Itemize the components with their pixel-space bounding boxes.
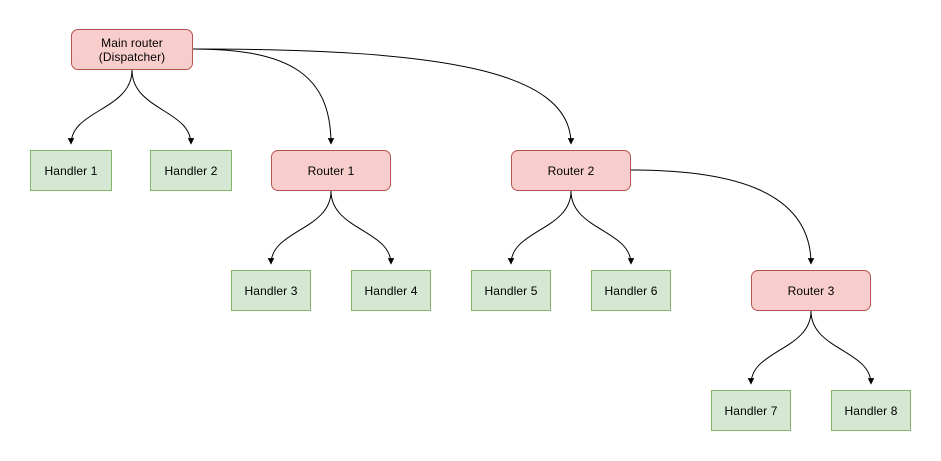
edge-main-router-to-handler-2	[131, 69, 195, 145]
edge-router-1-to-handler-4	[330, 190, 395, 265]
node-main-router[interactable]: Main router (Dispatcher)	[71, 29, 193, 70]
edge-router-1-to-handler-3	[267, 190, 332, 265]
node-handler-2[interactable]: Handler 2	[150, 150, 232, 191]
edge-router-3-to-handler-7	[747, 310, 812, 385]
node-handler-3[interactable]: Handler 3	[231, 270, 311, 311]
edge-router-3-to-handler-8	[810, 310, 875, 385]
node-handler-4[interactable]: Handler 4	[351, 270, 431, 311]
edge-main-router-to-handler-1	[67, 69, 133, 145]
edge-router-2-to-router-3	[630, 169, 815, 265]
edge-main-router-to-router-2	[192, 48, 575, 145]
node-handler-8[interactable]: Handler 8	[831, 390, 911, 431]
edge-main-router-to-router-1	[192, 48, 335, 145]
edge-router-2-to-handler-6	[570, 190, 635, 265]
node-router-2[interactable]: Router 2	[511, 150, 631, 191]
node-handler-5[interactable]: Handler 5	[471, 270, 551, 311]
node-handler-6[interactable]: Handler 6	[591, 270, 671, 311]
node-handler-7[interactable]: Handler 7	[711, 390, 791, 431]
node-router-1[interactable]: Router 1	[271, 150, 391, 191]
node-router-3[interactable]: Router 3	[751, 270, 871, 311]
edge-router-2-to-handler-5	[507, 190, 572, 265]
node-handler-1[interactable]: Handler 1	[30, 150, 112, 191]
